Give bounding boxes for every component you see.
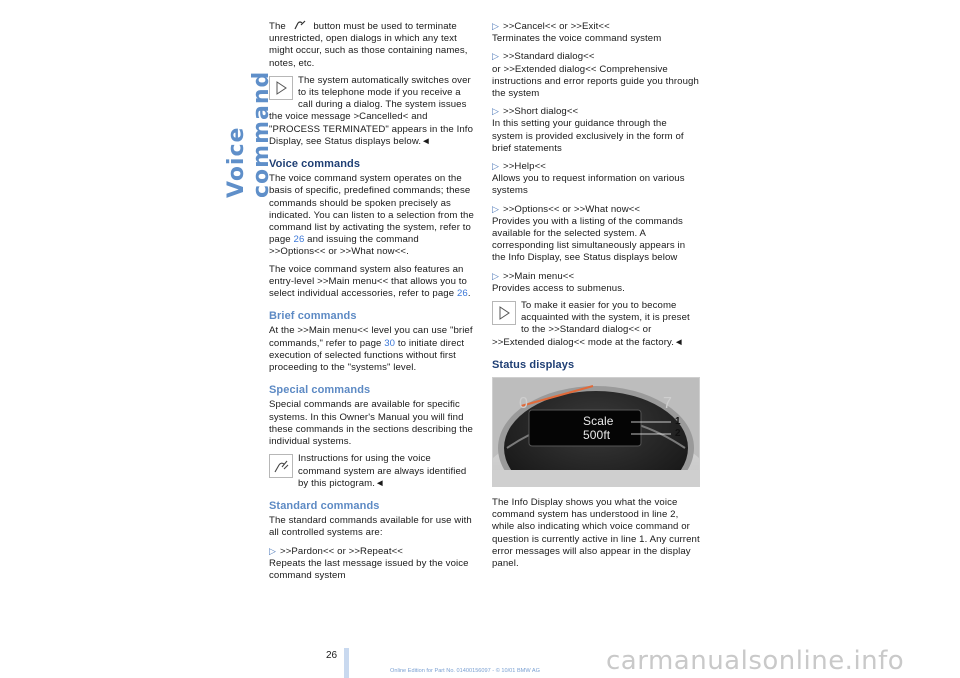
callout-2: 2 [675, 428, 681, 440]
footer-edition-text: Online Edition for Part No. 01400156097 … [390, 668, 540, 674]
info-display-photo: 0 7 Scale 500ft 1 2 [492, 377, 700, 488]
brief-paragraph: At the >>Main menu<< level you can use "… [269, 325, 473, 374]
gauge-zero-label: 0 [519, 395, 528, 413]
arrow-icon: ▷ [492, 51, 500, 62]
heading-special-commands: Special commands [269, 384, 371, 397]
arrow-icon: ▷ [492, 21, 500, 31]
heading-status-displays: Status displays [492, 358, 575, 371]
page-number: 26 [326, 650, 338, 661]
arrow-icon: ▷ [492, 106, 500, 117]
page-marker-bar [344, 648, 349, 678]
status-paragraph: The Info Display shows you what the voic… [492, 497, 700, 570]
list-item: ▷>>Main menu<< Provides access to submen… [492, 270, 625, 294]
page-link-30[interactable]: 30 [384, 337, 396, 349]
left-column: The button must be used to terminate unr… [269, 20, 475, 587]
page-link-26[interactable]: 26 [456, 288, 468, 300]
instrument-cluster-illustration [493, 378, 699, 487]
note-triangle-icon [269, 75, 293, 100]
voice-button-icon [289, 20, 311, 30]
page-link-26[interactable]: 26 [293, 234, 305, 246]
note-pictogram: Instructions for using the voice command… [269, 453, 475, 490]
list-item: ▷>>Pardon<< or >>Repeat<< Repeats the la… [269, 545, 469, 581]
arrow-icon: ▷ [492, 270, 500, 281]
arrow-icon: ▷ [492, 203, 500, 214]
intro-paragraph: The button must be used to terminate unr… [269, 20, 468, 69]
list-item: ▷>>Help<< Allows you to request informat… [492, 161, 685, 197]
voice-paragraph-2: The voice command system also features a… [269, 263, 471, 300]
list-item: ▷>>Cancel<< or >>Exit<< Terminates the v… [492, 21, 662, 45]
gauge-seven-label: 7 [663, 395, 672, 413]
right-column: ▷>>Cancel<< or >>Exit<< Terminates the v… [492, 20, 700, 575]
standard-paragraph: The standard commands available for use … [269, 515, 472, 539]
arrow-icon: ▷ [492, 161, 500, 172]
special-paragraph: Special commands are available for speci… [269, 399, 473, 448]
note-factory-preset: To make it easier for you to become acqu… [492, 300, 690, 348]
display-line-2: 500ft [583, 428, 611, 443]
list-item: ▷>>Standard dialog<< or >>Extended dialo… [492, 51, 699, 100]
chapter-title: Voice command [224, 70, 274, 198]
display-line-1: Scale [583, 414, 614, 429]
heading-voice-commands: Voice commands [269, 158, 361, 171]
note-triangle-icon [492, 301, 516, 326]
heading-standard-commands: Standard commands [269, 499, 380, 512]
note-phone-mode: The system automatically switches over t… [269, 74, 474, 147]
arrow-icon: ▷ [269, 545, 277, 556]
heading-brief-commands: Brief commands [269, 310, 357, 323]
voice-command-pictogram-icon [269, 454, 293, 479]
list-item: ▷>>Short dialog<< In this setting your g… [492, 106, 684, 154]
watermark: carmanualsonline.info [606, 646, 905, 676]
callout-1: 1 [675, 416, 681, 428]
list-item: ▷>>Options<< or >>What now<< Provides yo… [492, 203, 686, 264]
voice-paragraph-1: The voice command system operates on the… [269, 173, 474, 258]
